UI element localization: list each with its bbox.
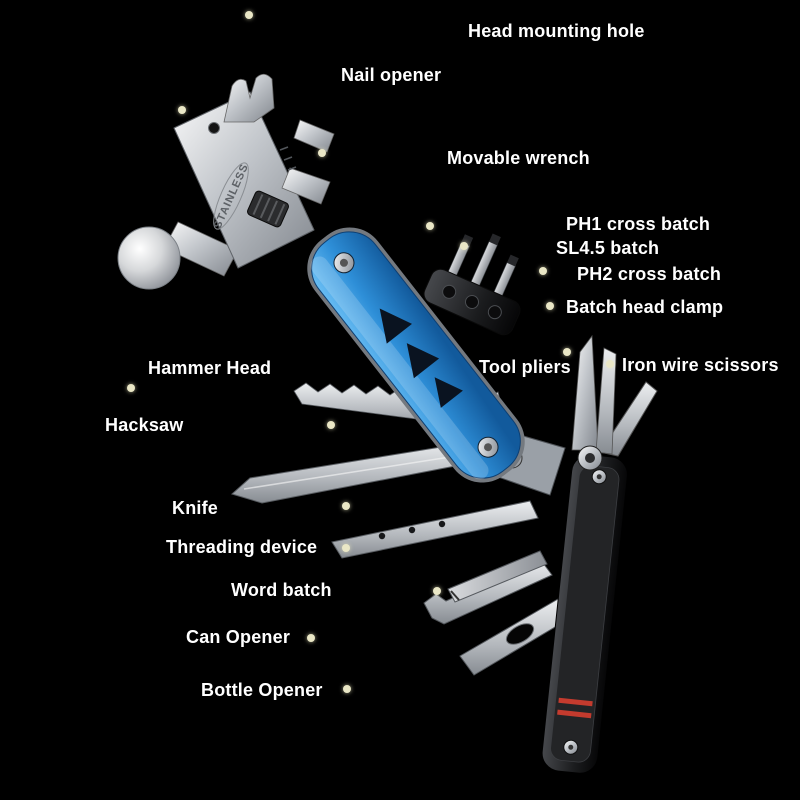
label-threading-device: Threading device [166, 537, 318, 557]
label-head-mounting-hole: Head mounting hole [468, 21, 645, 41]
handle-cutout [379, 308, 412, 344]
callout-dot-iron-wire-scissors [606, 360, 614, 368]
callout-dot-batch-head-clamp [546, 302, 554, 310]
bottle-opener-hole [505, 623, 535, 645]
word-batch-driver [447, 550, 548, 603]
callout-dot-movable-wrench [318, 149, 326, 157]
label-hacksaw: Hacksaw [105, 415, 184, 435]
label-iron-wire-scissors: Iron wire scissors [622, 355, 779, 375]
movable-wrench-jaws [279, 119, 335, 205]
pliers-pivot-bolt [577, 445, 603, 471]
red-accent [558, 697, 593, 707]
pliers-jaws [571, 334, 617, 455]
blue-handle [307, 227, 525, 483]
label-bottle-opener: Bottle Opener [201, 680, 323, 700]
callout-dot-ph1-cross-batch [426, 222, 434, 230]
handle-cutout [406, 343, 440, 379]
callout-dot-sl45-batch [460, 242, 468, 250]
callout-dot-bottle-opener [343, 685, 351, 693]
label-can-opener: Can Opener [186, 627, 291, 647]
callout-dot-hammer-head [127, 384, 135, 392]
label-ph1-cross-batch: PH1 cross batch [566, 214, 711, 234]
label-movable-wrench: Movable wrench [447, 148, 590, 168]
callout-dot-hacksaw [327, 421, 335, 429]
wrench-worm-screw [247, 190, 289, 228]
threading-device-blade [331, 500, 539, 559]
label-word-batch: Word batch [231, 580, 332, 600]
callout-dot-nail-opener [178, 106, 186, 114]
callout-dot-word-batch [433, 587, 441, 595]
nail-opener-claw [223, 73, 275, 123]
red-accent [557, 709, 592, 719]
callout-dot-knife [342, 502, 350, 510]
label-nail-opener: Nail opener [341, 65, 442, 85]
hammer-face [117, 226, 181, 290]
label-hammer-head: Hammer Head [148, 358, 272, 378]
callout-dot-can-opener [307, 634, 315, 642]
handle-cutout [434, 377, 463, 408]
label-ph2-cross-batch: PH2 cross batch [577, 264, 722, 284]
wire-scissors-blade [599, 381, 658, 457]
label-batch-head-clamp: Batch head clamp [566, 297, 724, 317]
callout-dot-head-mounting-hole [245, 11, 253, 19]
label-knife: Knife [172, 498, 218, 518]
label-tool-pliers: Tool pliers [479, 357, 571, 377]
batch-head-clamp-holder [423, 233, 521, 336]
callout-dot-threading-device [342, 544, 350, 552]
label-sl45-batch: SL4.5 batch [556, 238, 660, 258]
hammer-head: STAINLESS [117, 73, 335, 290]
callout-dot-ph2-cross-batch [539, 267, 547, 275]
bottle-opener-tool [459, 598, 573, 676]
black-handle [541, 454, 628, 774]
head-mounting-hole-feature [208, 122, 220, 134]
callout-dot-tool-pliers [563, 348, 571, 356]
